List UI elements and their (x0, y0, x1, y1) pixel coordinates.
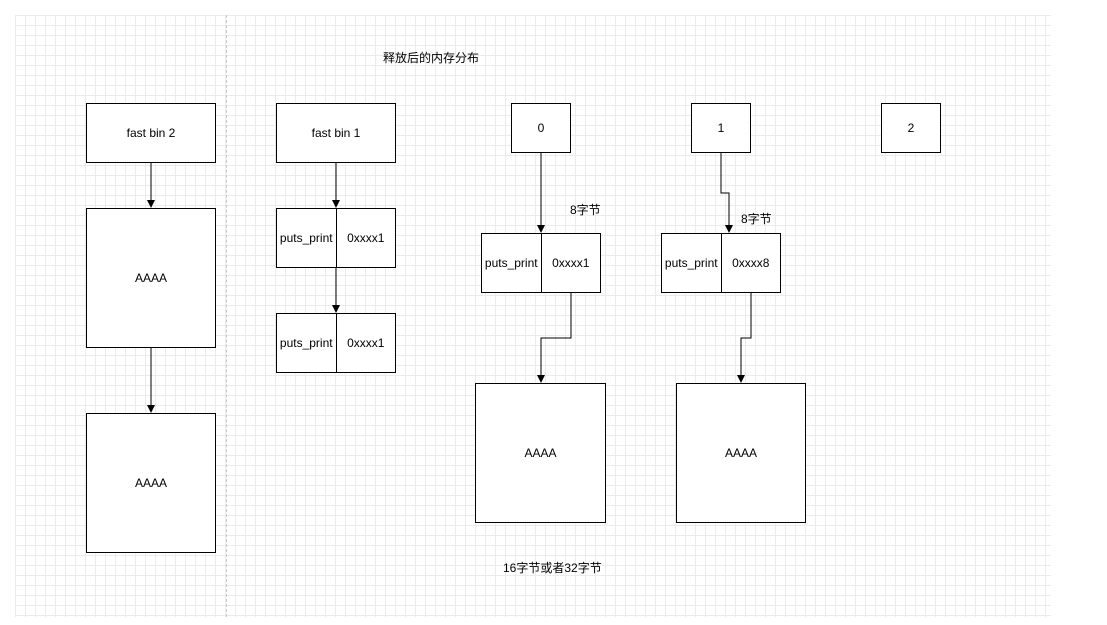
fastbin-2-box: fast bin 2 (86, 103, 216, 163)
size-annotation-8-bytes: 8字节 (741, 212, 772, 226)
struct-pointer-cell: 0xxxx1 (335, 314, 396, 372)
data-chunk-2: AAAA (86, 413, 216, 553)
struct-pointer-cell: 0xxxx8 (720, 234, 781, 292)
size-annotation-data: 16字节或者32字节 (503, 561, 602, 575)
struct-chunk-2: puts_print 0xxxx1 (276, 313, 396, 373)
index-1-box: 1 (691, 103, 751, 153)
diagram-title: 释放后的内存分布 (383, 51, 480, 65)
index-0-box: 0 (511, 103, 571, 153)
struct-chunk-index0: puts_print 0xxxx1 (481, 233, 601, 293)
index-2-box: 2 (881, 103, 941, 153)
arrow-index1-to-struct (720, 153, 733, 233)
data-chunk-index1: AAAA (676, 383, 806, 523)
section-divider (226, 15, 227, 617)
size-annotation-8-bytes: 8字节 (570, 203, 601, 217)
struct-chunk-1: puts_print 0xxxx1 (276, 208, 396, 268)
data-chunk-index0: AAAA (475, 383, 606, 523)
fastbin-1-box: fast bin 1 (276, 103, 396, 163)
struct-name-cell: puts_print (664, 256, 718, 270)
data-chunk-1: AAAA (86, 208, 216, 348)
arrow-struct1-to-data (737, 293, 752, 383)
struct-pointer-cell: 0xxxx1 (540, 234, 601, 292)
struct-name-cell: puts_print (484, 256, 538, 270)
arrow-struct0-to-data (537, 293, 572, 383)
struct-chunk-index1: puts_print 0xxxx8 (661, 233, 781, 293)
struct-pointer-cell: 0xxxx1 (335, 209, 396, 267)
struct-name-cell: puts_print (279, 231, 333, 245)
struct-name-cell: puts_print (279, 336, 333, 350)
